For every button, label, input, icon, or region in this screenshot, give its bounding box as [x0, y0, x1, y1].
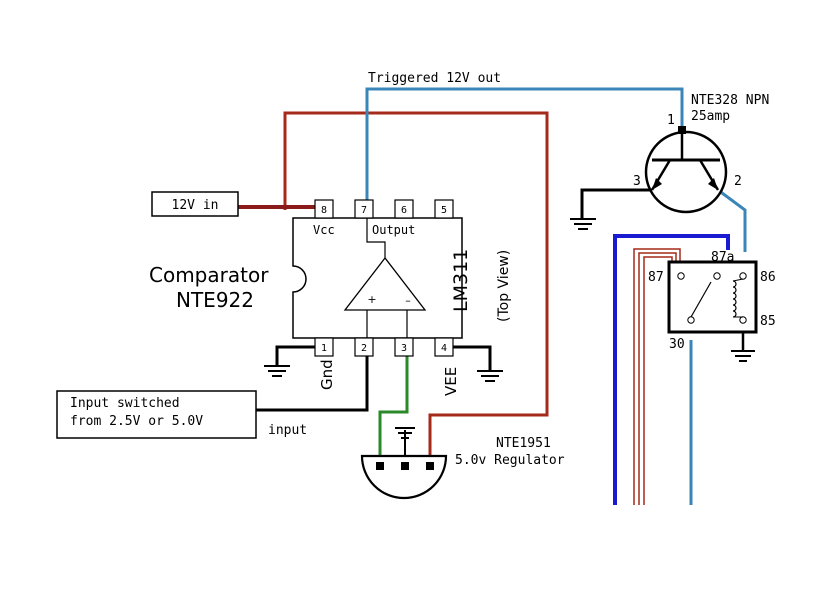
regulator-desc: 5.0v Regulator — [455, 453, 565, 468]
wire-transistor-emitter — [580, 188, 652, 218]
ground-icon — [395, 427, 415, 439]
relay-symbol — [667, 260, 758, 334]
pin-3-label: 3 — [401, 343, 407, 354]
wire-input — [256, 355, 369, 412]
relay-pin-30: 30 — [669, 337, 685, 352]
regulator-name: NTE1951 — [496, 436, 551, 451]
pin-8 — [314, 199, 334, 219]
pin-1-label: 1 — [321, 343, 327, 354]
relay-pin-86: 86 — [760, 270, 776, 285]
wire-12v-supply — [283, 111, 549, 460]
input-box-line1: Input switched — [70, 396, 180, 411]
plus-sign: + — [367, 293, 376, 306]
supply-in-box — [151, 191, 239, 217]
supply-in-label: 12V in — [172, 198, 219, 213]
pin-7-label: 7 — [361, 205, 367, 216]
regulator-symbol — [360, 430, 448, 500]
relay-pin-87: 87 — [648, 270, 664, 285]
ground-icon — [731, 350, 755, 362]
input-label: input — [268, 423, 307, 438]
pin-5-label: 5 — [441, 205, 447, 216]
input-box — [56, 390, 257, 439]
transistor-pin-2: 2 — [734, 174, 742, 189]
input-box-line2: from 2.5V or 5.0V — [70, 414, 203, 429]
pin-2 — [354, 337, 374, 357]
pin-6 — [394, 199, 414, 219]
comparator-part-label: NTE922 — [176, 288, 254, 312]
minus-sign: – — [405, 294, 411, 307]
transistor-symbol — [644, 126, 728, 214]
wire-triggered-out — [365, 87, 747, 505]
transistor-pin-3: 3 — [633, 174, 641, 189]
pin-8-label: 8 — [321, 205, 327, 216]
transistor-rating: 25amp — [691, 109, 730, 124]
vcc-label: Vcc — [313, 223, 335, 237]
gnd-lead — [275, 345, 492, 370]
chip-name: LM311 — [450, 249, 472, 312]
relay-pin-87a: 87a — [711, 250, 734, 265]
ground-icon — [570, 218, 596, 230]
transistor-name: NTE328 NPN — [691, 93, 769, 108]
comparator-label: Comparator — [149, 263, 269, 287]
pin-6-label: 6 — [401, 205, 407, 216]
pin-2-label: 2 — [361, 343, 367, 354]
pin-7 — [354, 199, 374, 219]
wire-5v-regulated — [378, 355, 409, 455]
relay-pin-85: 85 — [760, 314, 776, 329]
pin-3 — [394, 337, 414, 357]
bus-cable — [613, 234, 730, 505]
triggered-out-label: Triggered 12V out — [368, 71, 501, 86]
top-view-label: (Top View) — [496, 250, 512, 322]
pin-4-label: 4 — [441, 343, 447, 354]
opamp-symbol — [343, 256, 427, 311]
ground-icon — [264, 365, 290, 377]
transistor-pin-1: 1 — [667, 113, 675, 128]
gnd-label: Gnd — [318, 359, 336, 390]
ground-icon — [477, 370, 503, 382]
output-label: Output — [372, 223, 415, 237]
lm311-chip: 8 7 6 5 1 2 3 4 Vcc Output + – LM311 — [292, 199, 472, 357]
pin-5 — [434, 199, 454, 219]
vee-label: VEE — [442, 367, 460, 396]
